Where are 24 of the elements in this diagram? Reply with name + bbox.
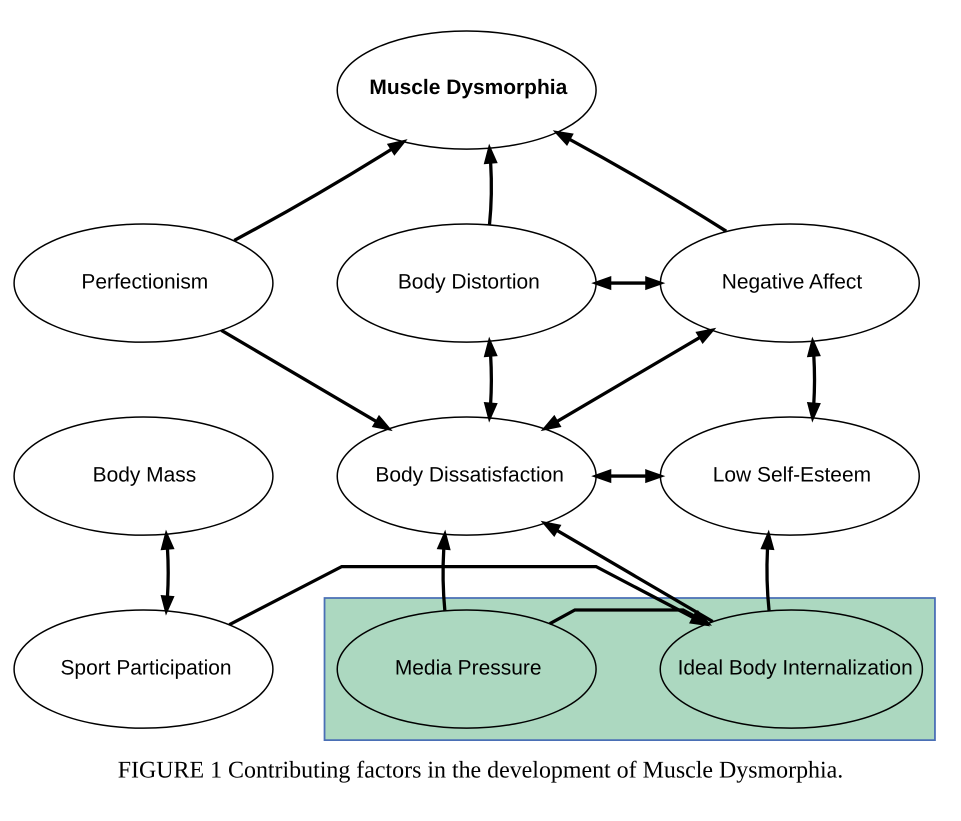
node-ellipse: Muscle Dysmorphia bbox=[336, 30, 597, 150]
node-ellipse: Perfectionism bbox=[13, 222, 274, 342]
arrow bbox=[484, 336, 498, 422]
node-ellipse: Body Dissatisfaction bbox=[336, 416, 597, 536]
node-ellipse: Body Mass bbox=[13, 416, 274, 536]
arrow bbox=[760, 529, 774, 610]
node-ellipse: Low Self-Esteem bbox=[660, 416, 920, 536]
node-ellipse: Media Pressure bbox=[336, 608, 597, 728]
arrow bbox=[160, 529, 175, 616]
arrow bbox=[552, 130, 728, 232]
cluster bbox=[324, 596, 936, 741]
arrow bbox=[540, 520, 714, 622]
arrow bbox=[436, 529, 451, 610]
node-ellipse: Sport Participation bbox=[13, 608, 274, 728]
arrow bbox=[220, 328, 393, 431]
arrow bbox=[806, 336, 821, 422]
arrow bbox=[591, 276, 666, 290]
arrow bbox=[591, 468, 666, 483]
node-ellipse: Body Distortion bbox=[336, 222, 597, 342]
arrow bbox=[540, 327, 716, 431]
arrow bbox=[233, 138, 408, 242]
caption: FIGURE 1 Contributing factors in the development of Muscle Dysmorphia. bbox=[118, 756, 844, 783]
node-ellipse: Negative Affect bbox=[660, 222, 920, 342]
arrow bbox=[484, 143, 498, 224]
